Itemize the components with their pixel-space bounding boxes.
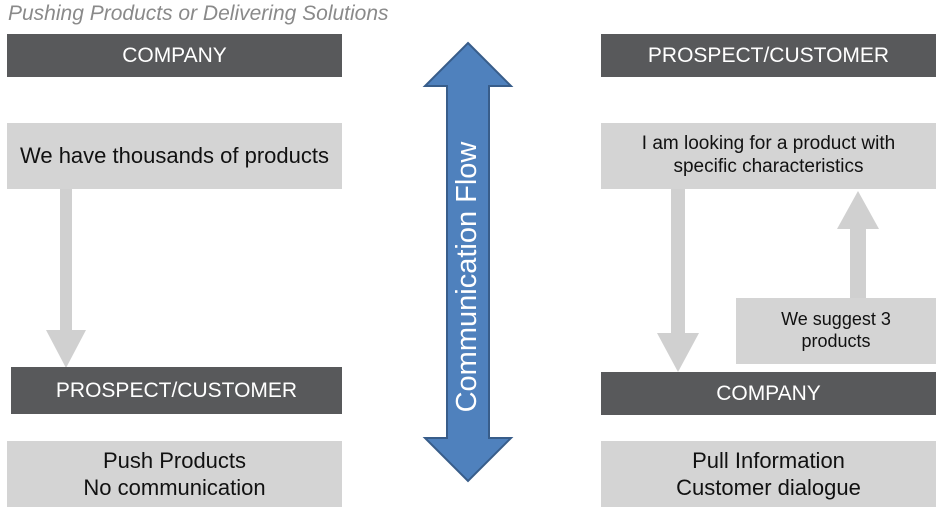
left-summary-box: Push Products No communication [7, 441, 342, 507]
right-summary-line-1: Pull Information [692, 447, 845, 473]
left-customer-header-text: PROSPECT/CUSTOMER [55, 378, 298, 402]
communication-flow-arrow [422, 41, 514, 483]
left-summary-line-1: Push Products [102, 447, 247, 473]
left-down-arrow [46, 189, 86, 368]
right-summary-box: Pull Information Customer dialogue [601, 441, 936, 507]
diagram-title: Pushing Products or Delivering Solutions [8, 2, 389, 25]
right-reply-text: We suggest 3 products [781, 309, 891, 351]
right-request-box: I am looking for a product with specific… [601, 123, 936, 189]
right-up-arrow [837, 191, 879, 298]
right-customer-header: PROSPECT/CUSTOMER [601, 34, 936, 77]
right-reply-box: We suggest 3 products [736, 298, 936, 364]
left-customer-header: PROSPECT/CUSTOMER [11, 367, 342, 414]
right-summary-line-2: Customer dialogue [676, 475, 861, 500]
communication-flow-label: Communication Flow [451, 141, 483, 413]
right-customer-header-text: PROSPECT/CUSTOMER [647, 43, 890, 67]
left-company-header-text: COMPANY [122, 43, 227, 67]
right-company-header: COMPANY [601, 372, 936, 415]
right-request-text: I am looking for a product with specific… [641, 133, 896, 177]
left-company-header: COMPANY [7, 34, 342, 77]
left-summary-line-2: No communication [83, 475, 266, 500]
left-statement-text: We have thousands of products [19, 142, 329, 168]
right-company-header-text: COMPANY [716, 381, 821, 405]
right-down-arrow [657, 189, 699, 372]
left-statement-box: We have thousands of products [7, 123, 342, 189]
